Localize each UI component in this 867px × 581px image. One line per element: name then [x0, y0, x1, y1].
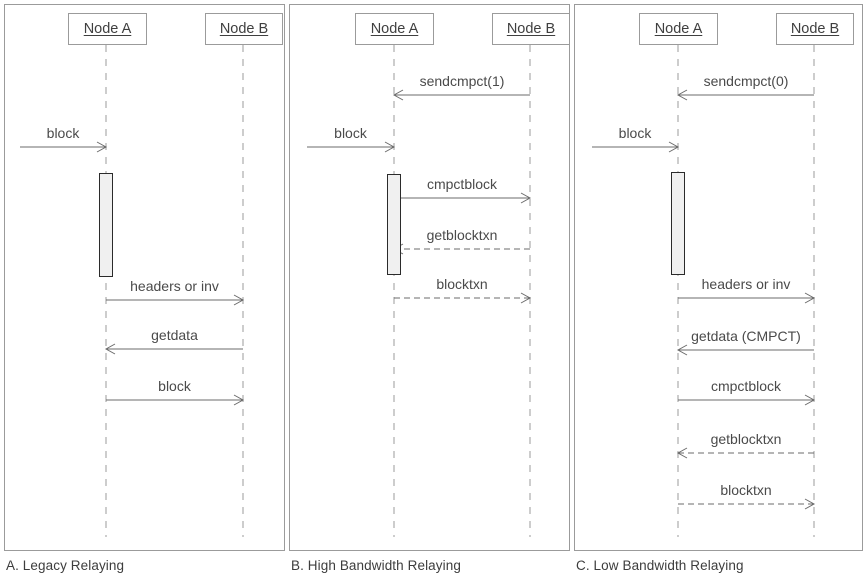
panel-c-node-b-label: Node B — [790, 21, 840, 37]
panel-b-node-b-box: Node B — [492, 13, 570, 45]
panel-a-node-b-box: Node B — [205, 13, 283, 45]
panel-b-message-cmpctblock-label: cmpctblock — [426, 176, 498, 192]
panel-a-message-headers-or-inv-label: headers or inv — [130, 278, 219, 294]
panel-c-message-blocktxn-label: blocktxn — [720, 482, 772, 498]
panel-b-node-a-label: Node A — [370, 21, 419, 37]
panel-b-message-blocktxn-label: blocktxn — [436, 276, 488, 292]
panel-b-node-a-box: Node A — [355, 13, 434, 45]
panel-c-node-a-box: Node A — [639, 13, 718, 45]
panel-b-message-getblocktxn-label: getblocktxn — [426, 227, 498, 243]
panel-c-node-a-label: Node A — [654, 21, 703, 37]
panel-b-caption: B. High Bandwidth Relaying — [291, 558, 461, 573]
panel-a-message-getdata-label: getdata — [151, 327, 198, 343]
panel-a-message-block-label: block — [46, 125, 80, 141]
panel-b-activation-bar — [387, 174, 401, 275]
panel-a-message-block-label: block — [158, 378, 191, 394]
panel-c-message-getblocktxn-label: getblocktxn — [710, 431, 782, 447]
panel-c-message-getdata-cmpct-label: getdata (CMPCT) — [691, 328, 801, 344]
panel-c-message-cmpctblock-label: cmpctblock — [710, 378, 782, 394]
panel-b-message-sendcmpct-1-label: sendcmpct(1) — [419, 73, 505, 89]
panel-c-message-block-label: block — [618, 125, 652, 141]
panel-a-caption: A. Legacy Relaying — [6, 558, 125, 573]
panel-c-message-sendcmpct-0-label: sendcmpct(0) — [703, 73, 789, 89]
panel-c-message-headers-or-inv-label: headers or inv — [701, 276, 791, 292]
panel-a-activation-bar — [99, 173, 113, 277]
panel-b-message-block-label: block — [334, 125, 367, 141]
panel-a-node-b-label: Node B — [219, 21, 269, 37]
panel-a — [4, 4, 285, 551]
panel-b-node-b-label: Node B — [506, 21, 556, 37]
panel-c-caption: C. Low Bandwidth Relaying — [576, 558, 744, 573]
panel-c-node-b-box: Node B — [776, 13, 854, 45]
panel-a-node-a-label: Node A — [83, 21, 132, 37]
panel-c-activation-bar — [671, 172, 685, 275]
panel-a-node-a-box: Node A — [68, 13, 147, 45]
